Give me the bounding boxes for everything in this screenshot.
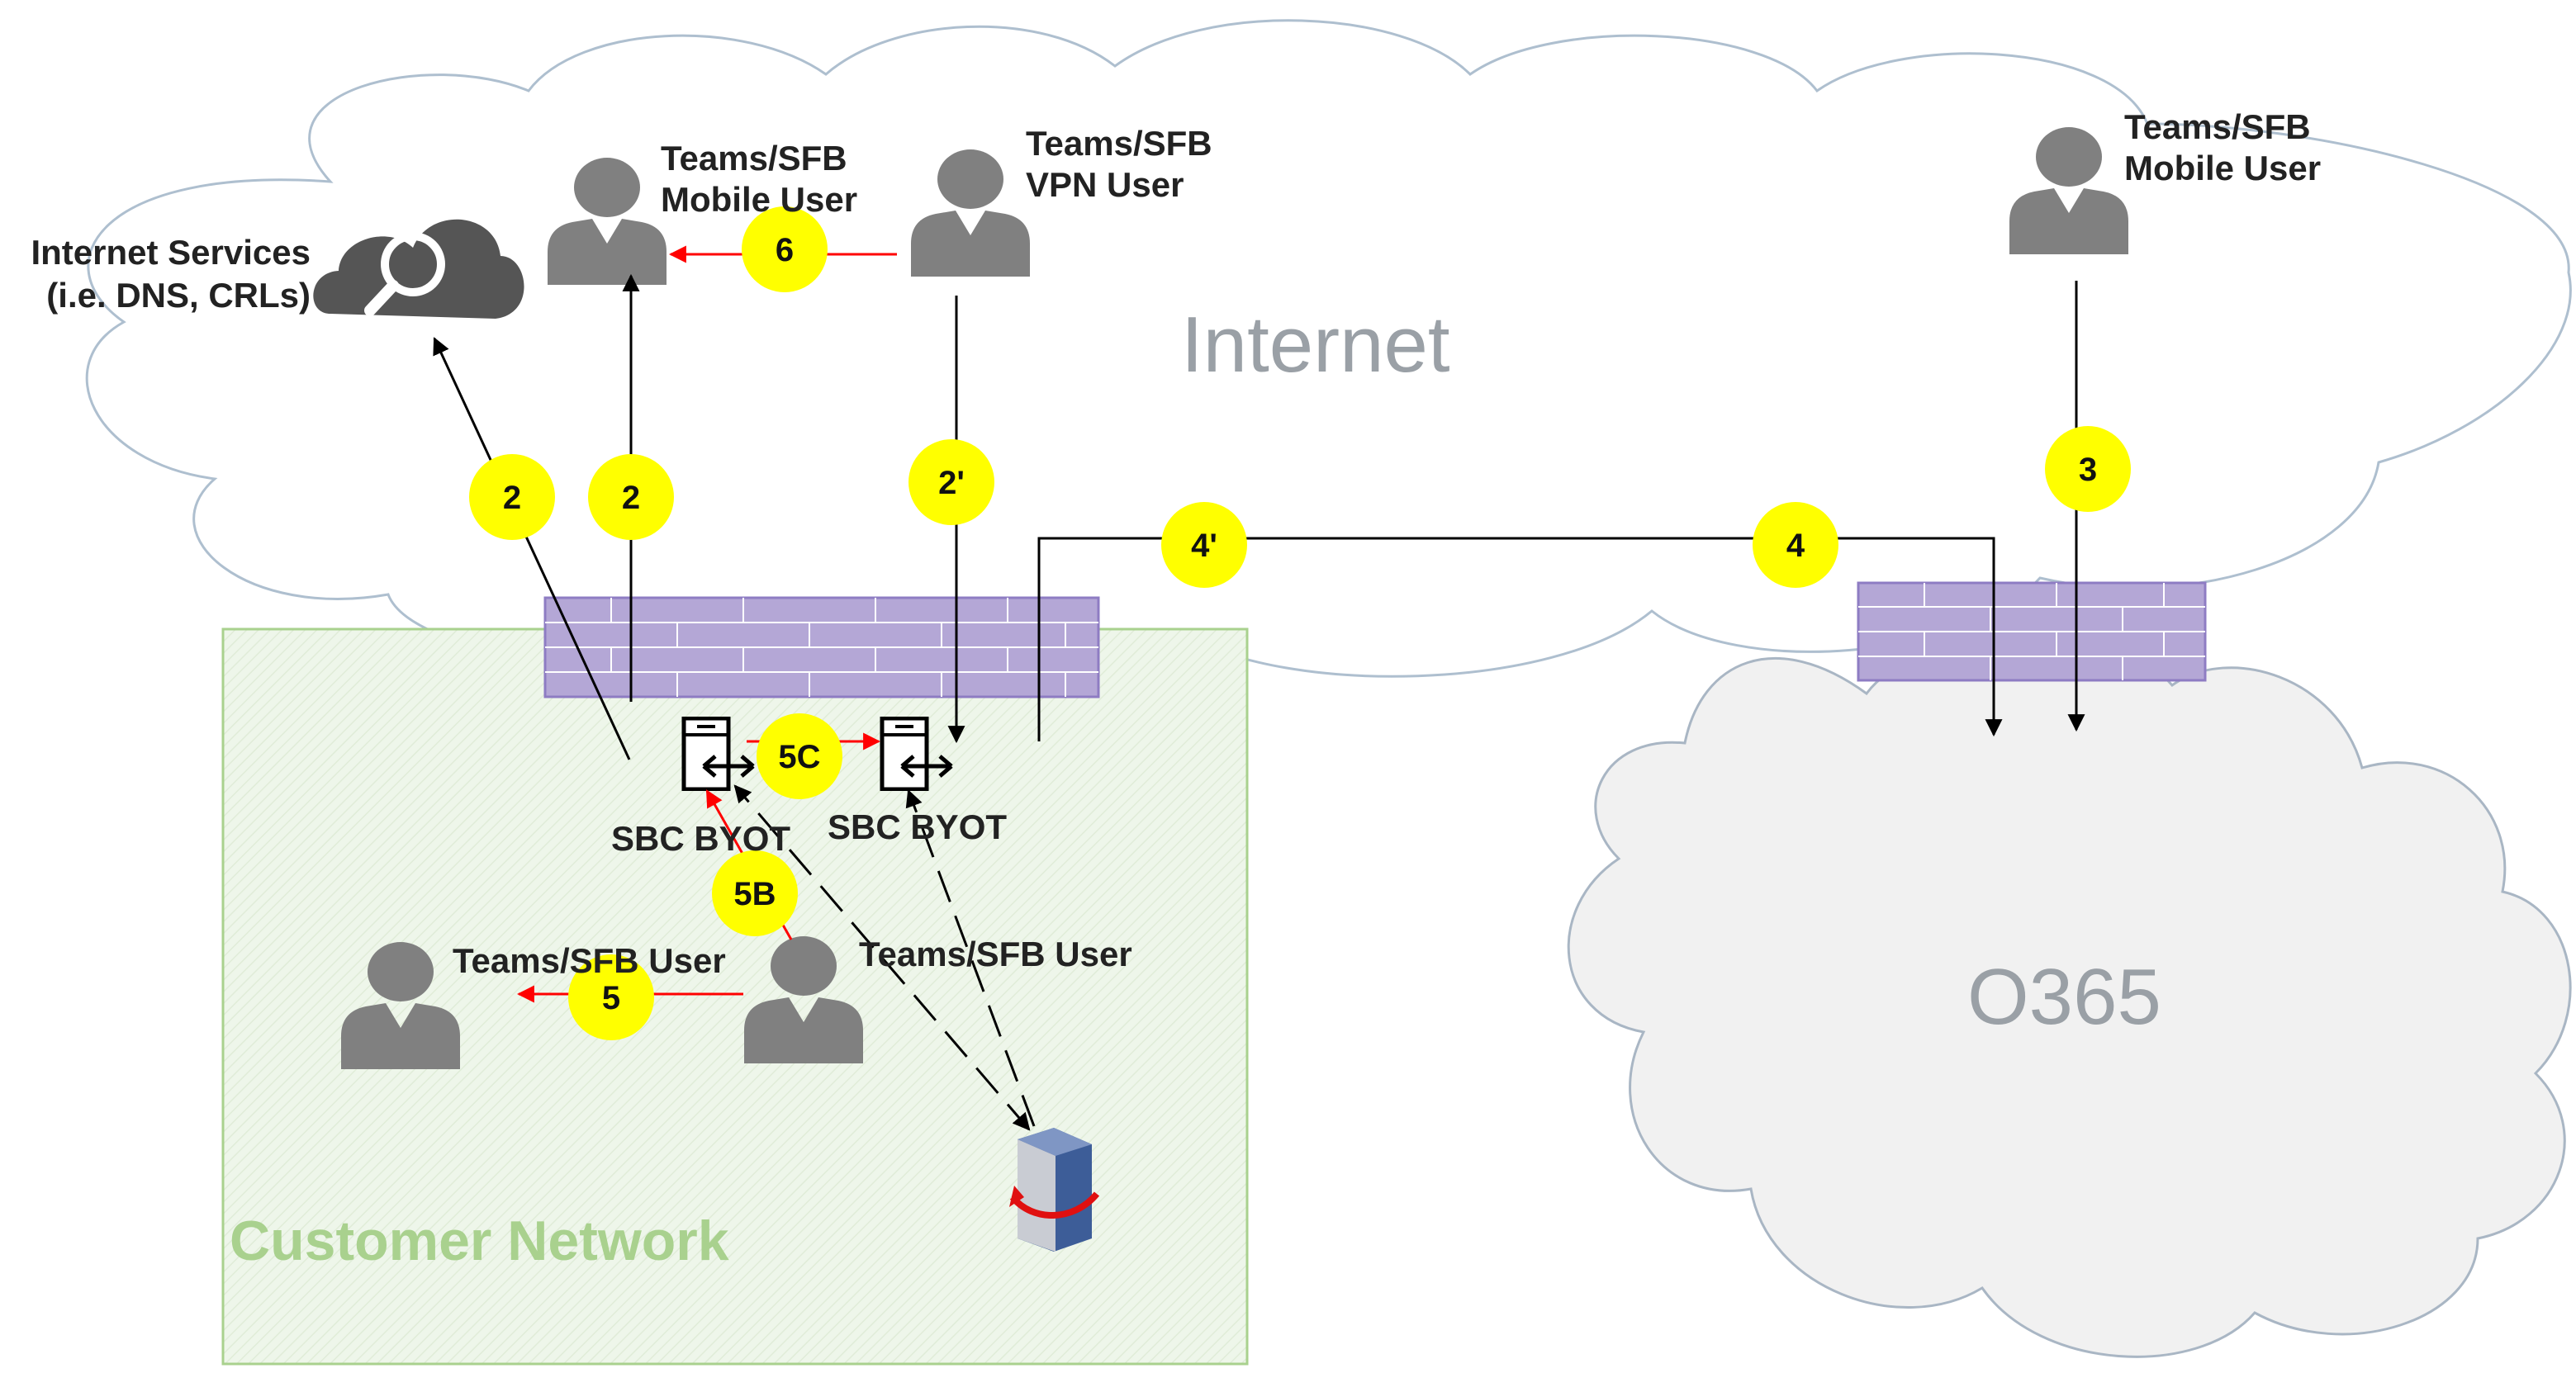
cloud-search-icon — [313, 219, 524, 319]
internet-services-label-line2: (i.e. DNS, CRLs) — [46, 276, 311, 315]
arrow-4-path — [1037, 537, 2003, 741]
internet-cloud — [85, 19, 2572, 680]
sbc-right-label: SBC BYOT — [828, 807, 1007, 846]
step-badge-5c: 5C — [757, 713, 842, 799]
step-badge-3: 3 — [2045, 426, 2131, 512]
mobile-user-left-label-line1: Teams/SFB — [661, 139, 847, 178]
step-badge-4-text: 4 — [1786, 528, 1805, 564]
step-badge-6: 6 — [742, 206, 828, 292]
step-badge-3-text: 3 — [2079, 452, 2097, 488]
vpn-user-label-line1: Teams/SFB — [1026, 124, 1212, 163]
firewall-right — [1857, 581, 2207, 682]
customer-user-left-label: Teams/SFB User — [453, 941, 726, 980]
firewall-left — [543, 596, 1100, 698]
step-badge-2a-text: 2 — [503, 480, 521, 516]
arrow-dashed-sbc-left-media — [733, 784, 1031, 1131]
o365-label: O365 — [1967, 953, 2161, 1041]
step-badge-2b: 2 — [588, 454, 674, 540]
step-badge-4prime-text: 4' — [1191, 528, 1217, 564]
step-badge-4prime: 4' — [1161, 502, 1247, 588]
step-badge-6-text: 6 — [776, 232, 794, 268]
step-badge-5b: 5B — [712, 850, 798, 936]
step-badge-4: 4 — [1753, 502, 1838, 588]
arrow-dashed-sbc-right-media — [905, 789, 1036, 1127]
sbc-left-label: SBC BYOT — [611, 819, 790, 858]
media-server-icon — [1009, 1128, 1100, 1252]
step-badge-2a: 2 — [469, 454, 555, 540]
internet-label: Internet — [1181, 301, 1450, 389]
mobile-user-left-label-line2: Mobile User — [661, 180, 857, 219]
step-badge-5: 5 — [568, 954, 654, 1040]
arrow-2-internet-services — [433, 337, 631, 760]
step-badge-5-text: 5 — [602, 980, 620, 1016]
customer-user-right-label: Teams/SFB User — [859, 935, 1132, 973]
step-badge-2prime: 2' — [908, 439, 994, 525]
step-badge-2b-text: 2 — [622, 480, 640, 516]
step-badge-2prime-text: 2' — [938, 465, 965, 501]
mobile-user-right-label-line2: Mobile User — [2124, 149, 2321, 187]
internet-services-label-line1: Internet Services — [31, 233, 311, 272]
mobile-user-right-label-line1: Teams/SFB — [2124, 107, 2311, 146]
customer-network-label: Customer Network — [230, 1210, 729, 1272]
o365-cloud — [1567, 639, 2572, 1358]
vpn-user-label-line2: VPN User — [1026, 165, 1184, 204]
step-badge-5b-text: 5B — [733, 876, 776, 912]
step-badge-5c-text: 5C — [778, 739, 820, 775]
